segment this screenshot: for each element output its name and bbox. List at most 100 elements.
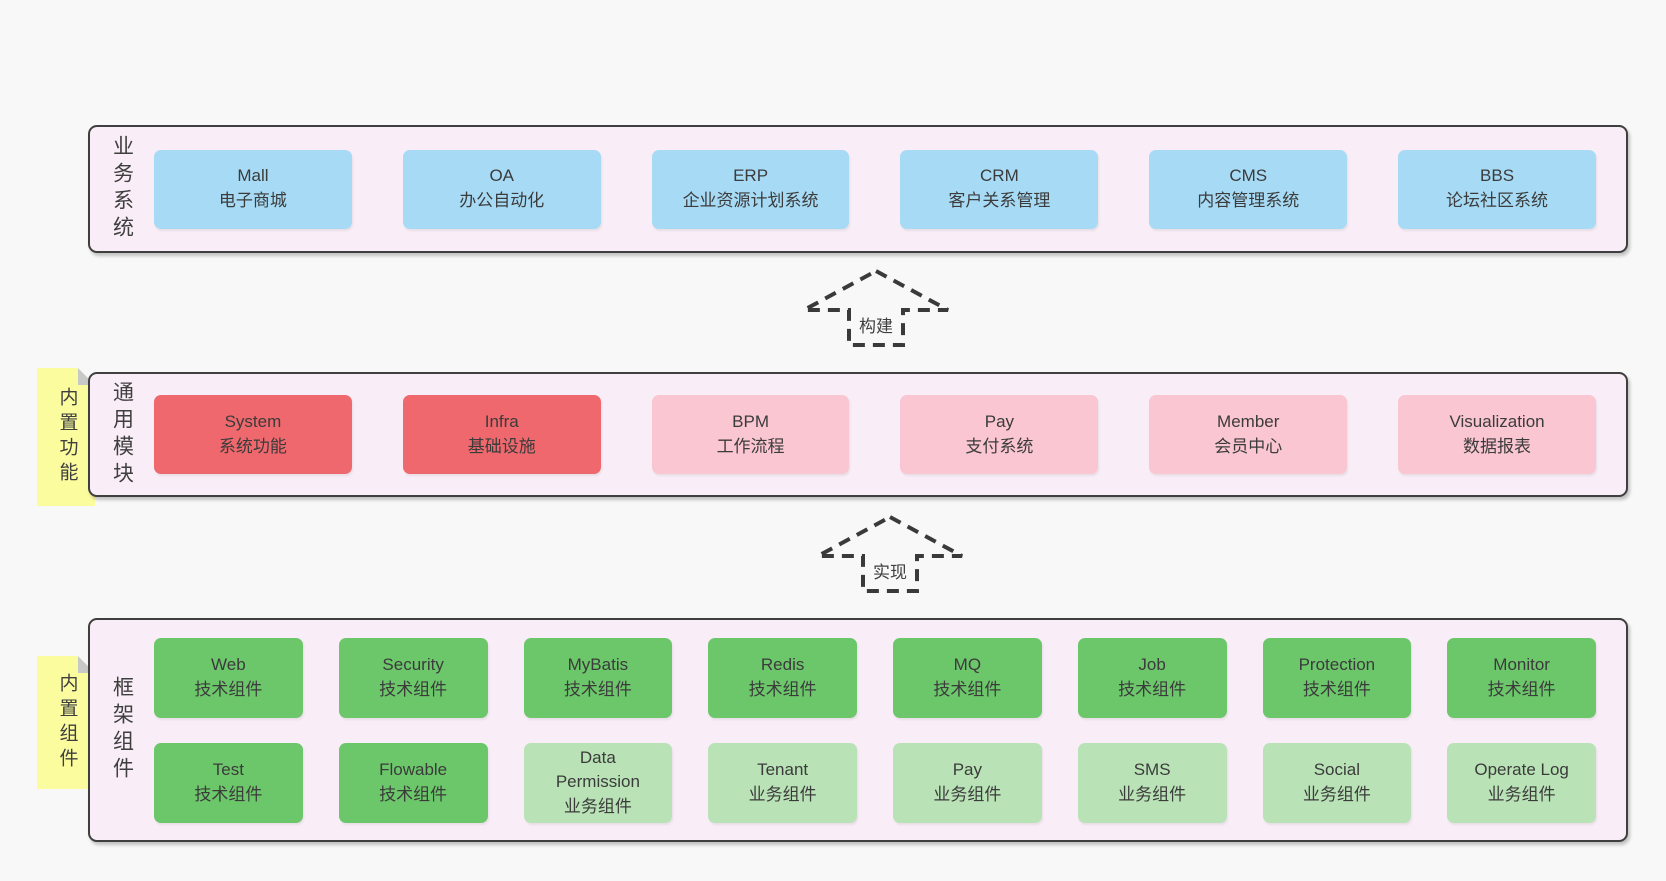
box-monitor: Monitor 技术组件	[1447, 637, 1596, 718]
box-subtitle: 技术组件	[748, 679, 817, 699]
box-title: Mall	[237, 166, 269, 186]
box-subtitle: 电子商城	[218, 191, 287, 210]
box-subtitle: 业务组件	[563, 796, 632, 816]
box-member: Member 会员中心	[1149, 395, 1348, 474]
box-subtitle: 技术组件	[563, 679, 632, 699]
box-subtitle: 办公自动化	[459, 191, 545, 210]
box-oa: OA 办公自动化	[402, 149, 601, 229]
box-title: BBS	[1480, 166, 1515, 186]
box-title: Pay	[984, 411, 1015, 431]
arrow-build: 构建	[801, 268, 951, 348]
box-title: Infra	[484, 411, 519, 431]
box-subtitle: 技术组件	[933, 679, 1002, 699]
box-subtitle: 企业资源计划系统	[682, 191, 819, 210]
box-title: Member	[1217, 411, 1280, 431]
box-sms: SMS 业务组件	[1077, 742, 1227, 823]
layer-body: Web 技术组件 Security 技术组件 MyBatis 技术组件 Redi…	[154, 620, 1626, 840]
box-operate-log: Operate Log 业务组件	[1447, 742, 1596, 823]
box-subtitle: 技术组件	[194, 679, 263, 699]
box-title: Protection	[1298, 654, 1376, 674]
box-title: Redis	[760, 654, 805, 674]
box-protection: Protection 技术组件	[1262, 637, 1412, 718]
box-title: Social	[1313, 759, 1361, 779]
layer-framework-components: 框架组件 Web 技术组件 Security 技术组件 MyBatis 技术组件…	[88, 618, 1628, 842]
box-subtitle: 业务组件	[1118, 784, 1187, 804]
box-crm: CRM 客户关系管理	[900, 149, 1099, 229]
box-title: SMS	[1133, 759, 1171, 779]
box-subtitle: 数据报表	[1463, 436, 1532, 456]
layer-label: 通用模块	[110, 380, 134, 489]
box-subtitle: 工作流程	[716, 436, 785, 456]
box-subtitle: 技术组件	[379, 679, 448, 699]
layer-body: Mall 电子商城 OA 办公自动化 ERP 企业资源计划系统 CRM 客户关系…	[154, 127, 1626, 251]
arrow-label: 实现	[870, 558, 910, 583]
box-subtitle: 业务组件	[1302, 784, 1371, 804]
box-subtitle: 系统功能	[218, 436, 287, 456]
box-subtitle: 业务组件	[933, 784, 1002, 804]
box-title: Tenant	[757, 759, 809, 779]
box-title: Web	[211, 654, 246, 674]
box-subtitle: 支付系统	[965, 436, 1034, 456]
box-social: Social 业务组件	[1262, 742, 1412, 823]
box-title: System	[224, 411, 282, 431]
box-flowable: Flowable 技术组件	[338, 742, 488, 823]
box-title: Test	[212, 759, 244, 779]
box-mall: Mall 电子商城	[154, 149, 352, 229]
layer-label: 业务系统	[110, 135, 134, 243]
box-subtitle: 内容管理系统	[1197, 191, 1300, 210]
up-arrow-outline-icon	[817, 514, 963, 593]
box-subtitle: 业务组件	[748, 784, 817, 804]
box-visualization: Visualization 数据报表	[1398, 395, 1596, 474]
box-mq: MQ 技术组件	[893, 637, 1042, 718]
box-system: System 系统功能	[154, 395, 352, 474]
box-pay: Pay 支付系统	[900, 395, 1099, 474]
box-redis: Redis 技术组件	[708, 637, 857, 718]
box-title: Security	[382, 654, 444, 674]
note-text: 内置功能	[56, 387, 78, 487]
box-cms: CMS 内容管理系统	[1149, 149, 1348, 229]
up-arrow-outline-icon	[803, 268, 949, 347]
box-title: Flowable	[379, 759, 448, 779]
box-title: MQ	[953, 654, 982, 674]
box-title: Monitor	[1493, 654, 1550, 674]
layer-common-modules: 通用模块 System 系统功能 Infra 基础设施 BPM 工作流程 Pay…	[88, 372, 1628, 497]
arrow-label: 构建	[856, 312, 896, 337]
box-subtitle: 会员中心	[1214, 436, 1283, 456]
box-security: Security 技术组件	[338, 637, 488, 718]
box-job: Job 技术组件	[1077, 637, 1227, 718]
box-title: Pay	[952, 759, 983, 779]
layer-label: 框架组件	[110, 676, 134, 784]
note-built-in-features: 内置功能	[37, 368, 95, 506]
box-title: CMS	[1229, 166, 1268, 186]
box-bbs: BBS 论坛社区系统	[1398, 149, 1596, 229]
layer-business-systems: 业务系统 Mall 电子商城 OA 办公自动化 ERP 企业资源计划系统 CRM…	[88, 125, 1628, 253]
note-text: 内置组件	[56, 672, 78, 773]
box-subtitle: 技术组件	[1302, 679, 1371, 699]
box-title: Data Permission	[555, 747, 640, 792]
box-title: Job	[1138, 654, 1166, 674]
box-pay-business: Pay 业务组件	[893, 742, 1042, 823]
box-title: MyBatis	[567, 654, 629, 674]
box-web: Web 技术组件	[154, 637, 303, 718]
box-subtitle: 基础设施	[467, 436, 536, 456]
box-tenant: Tenant 业务组件	[708, 742, 857, 823]
box-mybatis: MyBatis 技术组件	[523, 637, 673, 718]
box-data-permission: Data Permission 业务组件	[523, 742, 673, 823]
arrow-implement: 实现	[815, 514, 965, 594]
box-erp: ERP 企业资源计划系统	[651, 149, 850, 229]
box-subtitle: 业务组件	[1487, 784, 1556, 804]
box-infra: Infra 基础设施	[402, 395, 601, 474]
box-subtitle: 技术组件	[194, 784, 263, 804]
box-bpm: BPM 工作流程	[651, 395, 850, 474]
box-title: ERP	[733, 166, 769, 186]
box-title: BPM	[732, 411, 769, 431]
note-built-in-components: 内置组件	[37, 656, 95, 789]
box-title: Operate Log	[1474, 759, 1569, 779]
box-subtitle: 技术组件	[1487, 679, 1556, 699]
box-subtitle: 技术组件	[379, 784, 448, 804]
box-title: Visualization	[1449, 411, 1545, 431]
box-subtitle: 技术组件	[1118, 679, 1187, 699]
layer-body: System 系统功能 Infra 基础设施 BPM 工作流程 Pay 支付系统…	[154, 374, 1626, 495]
box-subtitle: 客户关系管理	[948, 191, 1051, 210]
